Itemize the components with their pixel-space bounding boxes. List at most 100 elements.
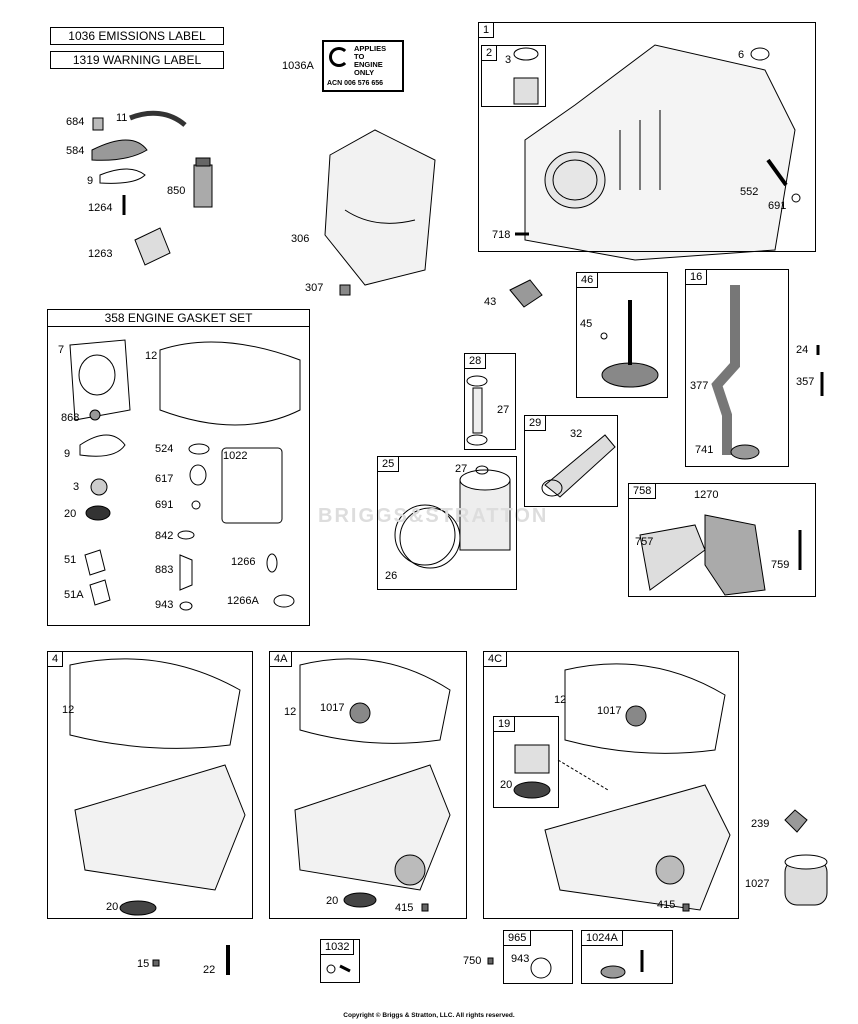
sump4a-callout-415: 415 (395, 902, 414, 914)
group-tag-4: 4 (47, 651, 64, 667)
gasket-callout-883: 883 (155, 564, 174, 576)
engine-gasket-set-box: 358 ENGINE GASKET SET (47, 309, 310, 626)
callout-1263: 1263 (88, 248, 113, 260)
group-tag-4c: 4C (483, 651, 508, 667)
gasket-callout-12: 12 (145, 350, 158, 362)
gasket-callout-51a: 51A (64, 589, 84, 601)
callout-24: 24 (796, 344, 809, 356)
callout-684: 684 (66, 116, 85, 128)
callout-306: 306 (291, 233, 310, 245)
group-tag-19: 19 (493, 716, 516, 732)
callout-32: 32 (570, 428, 583, 440)
callout-43: 43 (484, 296, 497, 308)
group-box-16: 16 (685, 269, 789, 467)
callout-9: 9 (87, 175, 94, 187)
callout-45: 45 (580, 318, 593, 330)
callout-691: 691 (768, 200, 787, 212)
sticker-line-1: APPLIES (354, 44, 387, 53)
gasket-set-title: 358 ENGINE GASKET SET (48, 310, 309, 327)
callout-1027: 1027 (745, 878, 770, 890)
gasket-callout-7: 7 (58, 344, 65, 356)
callout-307: 307 (305, 282, 324, 294)
group-tag-965: 965 (503, 930, 532, 946)
sump4c-callout-12: 12 (554, 694, 567, 706)
sticker-line-4: ONLY (354, 68, 375, 77)
sump4a-callout-20: 20 (326, 895, 339, 907)
group-box-4: 4 (47, 651, 253, 919)
group-box-1032: 1032 (320, 939, 360, 983)
gasket-callout-943: 943 (155, 599, 174, 611)
group-tag-1: 1 (478, 22, 495, 38)
gasket-callout-524: 524 (155, 443, 174, 455)
sump4c-callout-1017: 1017 (597, 705, 622, 717)
sump4a-callout-12: 12 (284, 706, 297, 718)
gasket-callout-842: 842 (155, 530, 174, 542)
callout-718: 718 (492, 229, 511, 241)
gasket-callout-1022: 1022 (223, 450, 248, 462)
callout-750: 750 (463, 955, 482, 967)
callout-584: 584 (66, 145, 85, 157)
group-box-19: 19 (493, 716, 559, 808)
copyright-notice: Copyright © Briggs & Stratton, LLC. All … (343, 1012, 515, 1019)
callout-27-pin: 27 (497, 404, 510, 416)
group-tag-758: 758 (628, 483, 657, 499)
group-box-25: 25 (377, 456, 517, 590)
group-tag-1024a: 1024A (581, 930, 623, 946)
callout-850: 850 (167, 185, 186, 197)
gasket-callout-1266a: 1266A (227, 595, 259, 607)
group-box-28: 28 (464, 353, 516, 450)
group-tag-46: 46 (576, 272, 599, 288)
group-box-758: 758 (628, 483, 816, 597)
group-box-4a: 4A (269, 651, 467, 919)
sticker-logo-icon (329, 47, 349, 67)
group-box-4c: 4C (483, 651, 739, 919)
group-box-29: 29 (524, 415, 618, 507)
emissions-label-box: 1036 EMISSIONS LABEL (50, 27, 224, 45)
sump4c-callout-20: 20 (500, 779, 513, 791)
callout-757: 757 (635, 536, 654, 548)
group-tag-29: 29 (524, 415, 547, 431)
callout-11: 11 (116, 112, 128, 124)
gasket-callout-3: 3 (73, 481, 80, 493)
group-box-965: 965 (503, 930, 573, 984)
sticker-line-3: ENGINE (354, 60, 383, 69)
gasket-callout-20: 20 (64, 508, 77, 520)
callout-3-sleeve: 3 (505, 54, 512, 66)
engine-applies-sticker: APPLIES TO ENGINE ONLY ACN 006 576 656 (322, 40, 404, 92)
callout-759: 759 (771, 559, 790, 571)
sticker-acn: ACN 006 576 656 (327, 80, 384, 87)
gasket-callout-617: 617 (155, 473, 174, 485)
sump4a-callout-1017: 1017 (320, 702, 345, 714)
callout-15: 15 (137, 958, 150, 970)
gasket-callout-691: 691 (155, 499, 174, 511)
callout-741: 741 (695, 444, 714, 456)
group-box-2: 2 (481, 45, 546, 107)
callout-27-piston: 27 (455, 463, 468, 475)
callout-357: 357 (796, 376, 815, 388)
sump4-callout-20: 20 (106, 901, 119, 913)
callout-943: 943 (511, 953, 530, 965)
callout-239: 239 (751, 818, 770, 830)
group-box-1024a: 1024A (581, 930, 673, 984)
group-box-46: 46 (576, 272, 668, 398)
group-tag-1032: 1032 (320, 939, 355, 955)
brand-watermark: BRIGGS&STRATTON (318, 505, 549, 527)
warning-label-box: 1319 WARNING LABEL (50, 51, 224, 69)
sump4c-callout-415: 415 (657, 899, 676, 911)
callout-552: 552 (740, 186, 759, 198)
callout-26: 26 (385, 570, 398, 582)
callout-1036a: 1036A (282, 60, 314, 72)
group-tag-28: 28 (464, 353, 487, 369)
group-tag-4a: 4A (269, 651, 293, 667)
gasket-callout-868: 868 (61, 412, 80, 424)
callout-1270: 1270 (694, 489, 719, 501)
group-tag-2: 2 (481, 45, 498, 61)
sump4-callout-12: 12 (62, 704, 75, 716)
group-tag-16: 16 (685, 269, 708, 285)
group-tag-25: 25 (377, 456, 400, 472)
group-box-1: 1 (478, 22, 816, 252)
sticker-line-2: TO (354, 52, 365, 61)
gasket-callout-1266: 1266 (231, 556, 256, 568)
